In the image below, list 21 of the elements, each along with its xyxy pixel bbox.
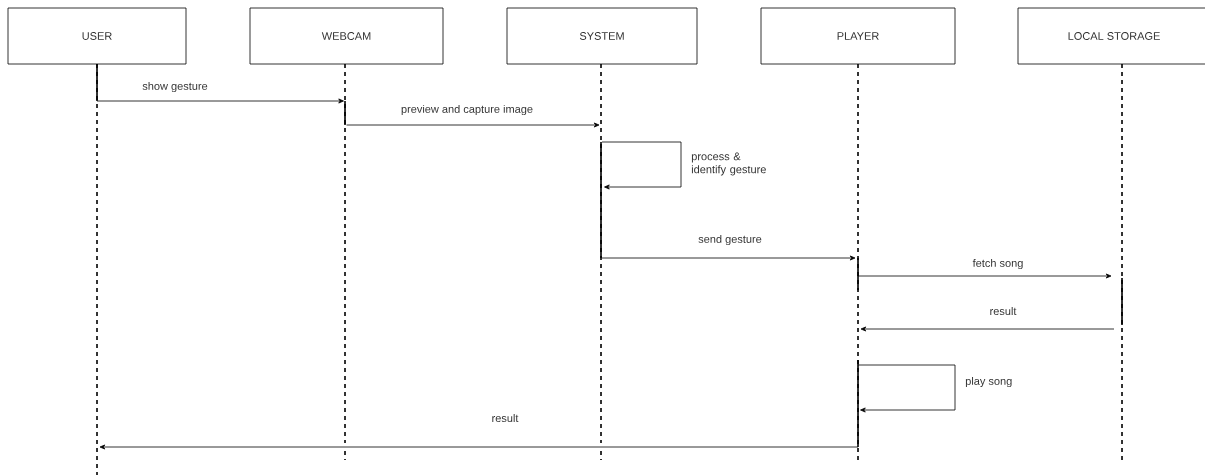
message-arrow <box>601 141 682 190</box>
message-label: result <box>492 413 519 423</box>
message-label: process & identify gesture <box>691 152 766 176</box>
message-arrow <box>96 98 344 104</box>
message-arrow <box>857 364 956 413</box>
message-arrow <box>346 122 600 128</box>
message-label: preview and capture image <box>401 104 533 116</box>
message-label: send gesture <box>698 234 762 246</box>
message-label: play song <box>965 376 1012 388</box>
message-arrow <box>601 255 856 261</box>
message-label: fetch song <box>972 258 1023 270</box>
message-arrow <box>857 273 1112 279</box>
message-label: result <box>990 306 1017 316</box>
message-arrow <box>860 326 1115 332</box>
message-label: show gesture <box>142 81 208 93</box>
participant-box: LOCAL STORAGE <box>1017 7 1205 65</box>
message-arrow <box>99 444 859 450</box>
participant-box: SYSTEM <box>506 7 698 65</box>
participant-box: USER <box>7 7 187 65</box>
participant-box: WEBCAM <box>249 7 444 65</box>
participant-box: PLAYER <box>760 7 956 65</box>
